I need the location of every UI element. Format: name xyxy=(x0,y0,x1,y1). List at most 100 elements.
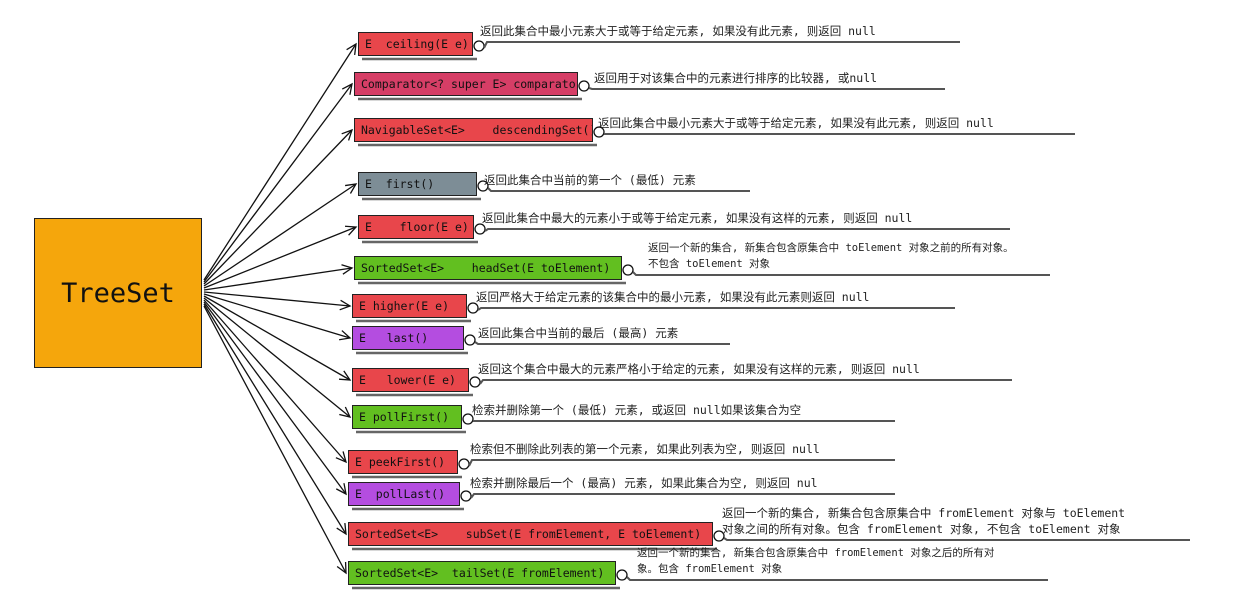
method-signature: E floor(E e) xyxy=(365,220,469,234)
method-node-descendingSet[interactable]: NavigableSet<E> descendingSet() xyxy=(354,118,593,142)
node-port-last xyxy=(464,334,476,346)
node-port-lower xyxy=(469,376,481,388)
connector-ceiling xyxy=(203,43,357,281)
method-signature: SortedSet<E> subSet(E fromElement, E toE… xyxy=(355,527,702,541)
method-description-lower: 返回这个集合中最大的元素严格小于给定的元素, 如果没有这样的元素, 则返回 nu… xyxy=(478,361,920,377)
description-line: 返回这个集合中最大的元素严格小于给定的元素, 如果没有这样的元素, 则返回 nu… xyxy=(478,362,920,376)
method-signature: E pollFirst() xyxy=(359,410,450,424)
description-line: 返回此集合中最小元素大于或等于给定元素, 如果没有此元素, 则返回 null xyxy=(480,24,876,38)
method-description-tailSet: 返回一个新的集合, 新集合包含原集合中 fromElement 对象之后的所有对… xyxy=(637,545,994,577)
node-port-headSet xyxy=(622,264,634,276)
arrowhead-pollLast xyxy=(335,483,347,496)
arrowhead-lower xyxy=(338,370,352,381)
method-signature: SortedSet<E> headSet(E toElement) xyxy=(361,261,611,275)
description-underline-floor xyxy=(484,228,1010,232)
method-description-last: 返回此集合中当前的最后 (最高) 元素 xyxy=(478,325,678,341)
method-signature: SortedSet<E> tailSet(E fromElement) xyxy=(355,566,605,580)
description-line: 对象之间的所有对象。包含 fromElement 对象, 不包含 toEleme… xyxy=(722,522,1121,536)
method-signature: E peekFirst() xyxy=(355,455,446,469)
method-node-ceiling[interactable]: E ceiling(E e) xyxy=(358,32,473,56)
arrowhead-tailSet xyxy=(336,561,347,575)
arrowhead-headSet xyxy=(341,264,354,275)
description-line: 检索并删除第一个 (最低) 元素, 或返回 null如果该集合为空 xyxy=(472,403,802,417)
node-port-pollLast xyxy=(460,490,472,502)
description-underline-lower xyxy=(479,379,1012,385)
method-node-higher[interactable]: E higher(E e) xyxy=(352,294,467,318)
method-signature: E lower(E e) xyxy=(359,373,456,387)
node-port-first xyxy=(477,180,489,192)
method-node-pollFirst[interactable]: E pollFirst() xyxy=(352,405,462,429)
arrowhead-subSet xyxy=(336,522,347,536)
method-description-pollFirst: 检索并删除第一个 (最低) 元素, 或返回 null如果该集合为空 xyxy=(472,402,801,418)
method-description-comparator: 返回用于对该集合中的元素进行排序的比较器, 或null xyxy=(594,70,877,86)
description-underline-first xyxy=(487,187,750,192)
arrowhead-last xyxy=(339,330,352,341)
description-line: 返回严格大于给定元素的该集合中的最小元素, 如果没有此元素则返回 null xyxy=(476,290,870,304)
description-underline-last xyxy=(474,341,730,345)
method-description-descendingSet: 返回此集合中最小元素大于或等于给定元素, 如果没有此元素, 则返回 null xyxy=(598,115,994,131)
description-line: 检索并删除最后一个 (最高) 元素, 如果此集合为空, 则返回 nul xyxy=(470,476,818,490)
description-line: 不包含 toElement 对象 xyxy=(648,258,771,270)
connector-higher xyxy=(203,291,351,307)
arrowhead-first xyxy=(345,183,358,194)
description-line: 返回一个新的集合, 新集合包含原集合中 toElement 对象之前的所有对象。 xyxy=(648,242,1014,254)
method-node-peekFirst[interactable]: E peekFirst() xyxy=(348,450,458,474)
method-node-lower[interactable]: E lower(E e) xyxy=(352,368,469,392)
node-port-ceiling xyxy=(473,40,485,52)
node-port-comparator xyxy=(578,80,590,92)
method-node-first[interactable]: E first() xyxy=(358,172,477,196)
method-signature: E higher(E e) xyxy=(359,299,450,313)
method-description-floor: 返回此集合中最大的元素小于或等于给定元素, 如果没有这样的元素, 则返回 nul… xyxy=(482,210,912,226)
node-port-tailSet xyxy=(616,569,628,581)
connector-descendingSet xyxy=(203,129,353,285)
connector-pollFirst xyxy=(203,297,351,418)
arrowhead-peekFirst xyxy=(335,451,347,464)
description-line: 返回一个新的集合, 新集合包含原集合中 fromElement 对象之后的所有对 xyxy=(637,547,995,559)
connector-last xyxy=(203,293,351,339)
root-node-treeset[interactable]: TreeSet xyxy=(34,218,202,368)
connector-lower xyxy=(203,295,351,381)
method-description-first: 返回此集合中当前的第一个 (最低) 元素 xyxy=(484,172,696,188)
description-underline-comparator xyxy=(588,87,945,90)
connector-headSet xyxy=(203,267,353,291)
method-node-tailSet[interactable]: SortedSet<E> tailSet(E fromElement) xyxy=(348,561,616,585)
description-line: 返回此集合中最小元素大于或等于给定元素, 如果没有此元素, 则返回 null xyxy=(598,116,994,130)
description-line: 返回一个新的集合, 新集合包含原集合中 fromElement 对象与 toEl… xyxy=(722,506,1126,520)
method-description-peekFirst: 检索但不删除此列表的第一个元素, 如果此列表为空, 则返回 null xyxy=(470,441,820,457)
description-underline-tailSet xyxy=(626,576,1048,581)
connector-pollLast xyxy=(203,301,347,495)
method-node-headSet[interactable]: SortedSet<E> headSet(E toElement) xyxy=(354,256,622,280)
method-signature: E ceiling(E e) xyxy=(365,37,469,51)
description-underline-subSet xyxy=(723,537,1190,541)
description-line: 象。包含 fromElement 对象 xyxy=(637,563,783,575)
arrowhead-floor xyxy=(344,225,358,236)
node-port-pollFirst xyxy=(462,413,474,425)
root-label: TreeSet xyxy=(61,277,175,309)
method-node-floor[interactable]: E floor(E e) xyxy=(358,215,474,239)
method-signature: Comparator<? super E> comparator() xyxy=(361,77,578,91)
description-underline-ceiling xyxy=(483,41,960,49)
method-node-comparator[interactable]: Comparator<? super E> comparator() xyxy=(354,72,578,96)
arrowhead-descendingSet xyxy=(341,128,354,141)
method-node-pollLast[interactable]: E pollLast() xyxy=(348,482,460,506)
connector-comparator xyxy=(203,83,353,283)
node-port-descendingSet xyxy=(593,126,605,138)
node-port-subSet xyxy=(713,530,725,542)
method-signature: NavigableSet<E> descendingSet() xyxy=(361,123,593,137)
connector-first xyxy=(203,183,357,287)
description-underline-headSet xyxy=(632,271,1050,276)
arrowhead-higher xyxy=(339,299,352,311)
description-line: 返回此集合中当前的第一个 (最低) 元素 xyxy=(484,173,696,187)
description-underline-higher xyxy=(477,307,955,311)
method-node-subSet[interactable]: SortedSet<E> subSet(E fromElement, E toE… xyxy=(348,522,713,546)
arrowhead-ceiling xyxy=(346,42,357,55)
method-signature: E last() xyxy=(359,331,429,345)
method-description-pollLast: 检索并删除最后一个 (最高) 元素, 如果此集合为空, 则返回 nul xyxy=(470,475,818,491)
connector-floor xyxy=(203,226,357,289)
connector-subSet xyxy=(203,303,347,535)
arrowhead-comparator xyxy=(341,82,353,95)
method-description-subSet: 返回一个新的集合, 新集合包含原集合中 fromElement 对象与 toEl… xyxy=(722,505,1125,537)
connector-tailSet xyxy=(203,305,347,574)
method-node-last[interactable]: E last() xyxy=(352,326,464,350)
